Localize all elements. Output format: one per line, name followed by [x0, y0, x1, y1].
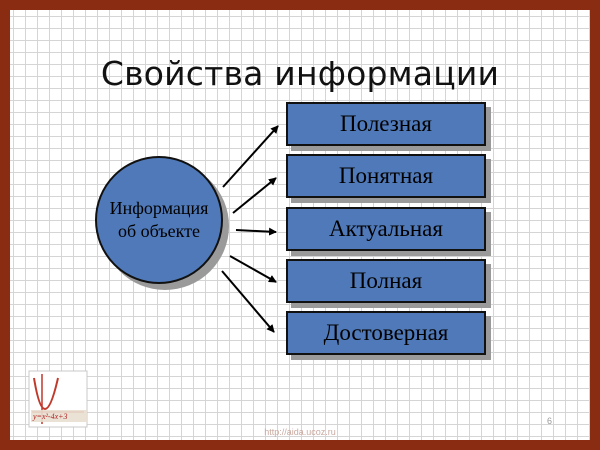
slide-title: Свойства информации — [100, 54, 500, 93]
arrow-to-understandable — [232, 177, 277, 214]
arrow-to-reliable — [221, 270, 275, 333]
property-box-reliable: Достоверная — [286, 311, 486, 355]
arrow-to-relevant — [235, 227, 277, 236]
logo-formula: y=x²-4x+3 — [32, 412, 68, 421]
footer-url: http://aida.ucoz.ru — [264, 427, 336, 437]
parabola-logo: y=x²-4x+3 — [28, 370, 88, 428]
center-node-line2: об объекте — [117, 221, 201, 241]
arrows-layer — [221, 125, 279, 333]
page-number: 6 — [547, 416, 553, 426]
arrow-to-useful — [222, 125, 279, 188]
property-box-understandable: Понятная — [286, 154, 486, 198]
center-node-information: Информация об объекте — [95, 156, 223, 284]
property-box-relevant: Актуальная — [286, 207, 486, 251]
center-node-line1: Информация — [109, 198, 209, 218]
slide-canvas: Свойства информации Информация об объект… — [10, 10, 590, 440]
property-box-complete: Полная — [286, 259, 486, 303]
arrow-to-complete — [229, 255, 277, 283]
property-box-useful: Полезная — [286, 102, 486, 146]
